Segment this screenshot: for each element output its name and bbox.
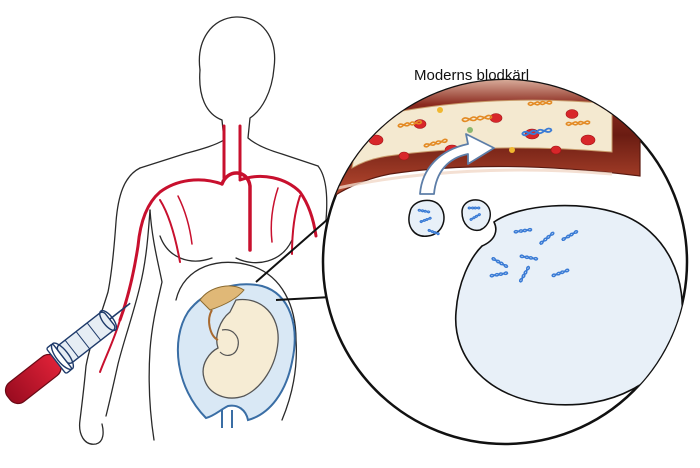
red-blood-cell-icon: [565, 109, 579, 119]
cervix: [221, 410, 233, 428]
left-arm-inner-outline: [105, 209, 151, 417]
dna-helix-icon: [527, 100, 553, 106]
dna-helix-icon: [521, 127, 553, 137]
syringe-needle: [109, 302, 131, 320]
curved-arrow-icon: [419, 133, 495, 195]
artery-subclavian-left: [118, 178, 224, 322]
fetal-dna-in-cell: [489, 227, 579, 283]
red-blood-cell-icon: [580, 134, 596, 146]
artery-left-branch: [159, 199, 181, 263]
belly-outline: [175, 261, 298, 421]
red-blood-cell-icon: [368, 134, 384, 146]
torso-right-outline: [317, 165, 328, 221]
maternal-arteries: [99, 124, 318, 373]
dna-helix-icon: [513, 227, 533, 234]
dna-helix-icon: [551, 268, 570, 278]
syringe-barrel: [56, 311, 116, 364]
artery-left-forearm: [99, 319, 121, 373]
maternal-dna-icons: [397, 100, 591, 148]
aortic-arch: [220, 171, 252, 252]
artery-thoracic-a: [177, 195, 193, 245]
dna-helix-icon: [397, 120, 423, 128]
dna-helix-icon: [539, 231, 555, 245]
dna-helix-icon: [518, 265, 531, 283]
syringe-icon: [4, 302, 131, 405]
uterus: [177, 283, 296, 428]
red-blood-cell-icon: [550, 145, 562, 155]
hair-outline: [139, 69, 225, 169]
umbilical-cord: [208, 309, 219, 341]
fetal-dna-in-vesicles: [417, 206, 482, 236]
dna-helix-icon: [565, 120, 591, 126]
fetal-dna-in-vessel: [521, 127, 553, 137]
dna-helix-icon: [423, 138, 449, 148]
left-arm-outline: [78, 167, 141, 445]
head-outline: [198, 16, 319, 167]
chest-outline: [159, 235, 293, 264]
artery-subclavian-right: [238, 174, 318, 238]
mother-body-outline: [78, 16, 328, 445]
dna-helix-icon: [461, 114, 493, 123]
dna-helix-icon: [491, 256, 509, 269]
placenta: [199, 285, 245, 311]
dna-helix-icon: [561, 229, 579, 242]
artery-thoracic-b: [270, 187, 279, 243]
dna-helix-icon: [489, 271, 509, 278]
placental-cell: [454, 204, 684, 406]
fetus: [202, 298, 279, 399]
artery-right-branch: [291, 195, 301, 255]
dna-helix-icon: [519, 254, 539, 261]
torso-left-outline: [148, 209, 163, 441]
magnified-view: Moderns blodkärl: [321, 67, 689, 446]
vessel-label: Moderns blodkärl: [414, 67, 529, 84]
red-blood-cell-icon: [398, 151, 410, 161]
